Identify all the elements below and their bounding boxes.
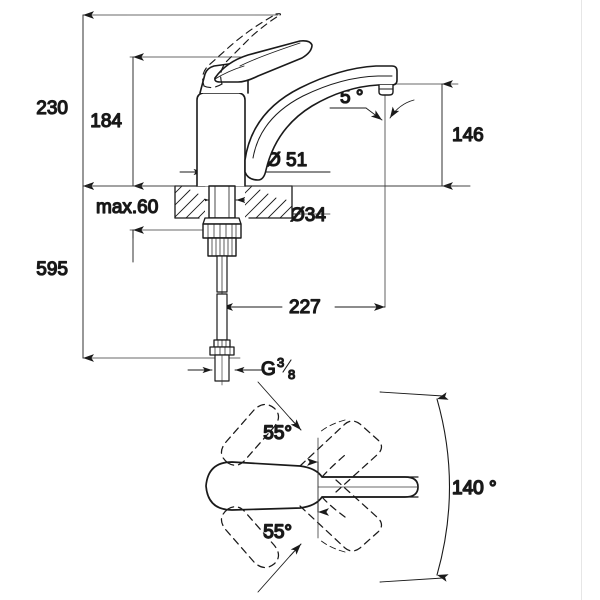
angle-55-lower	[257, 486, 346, 593]
angle-140-total	[379, 391, 451, 583]
thread-letter-label: G	[261, 359, 276, 380]
supply-tail-pipe	[209, 255, 235, 386]
dimension-184-label: 184	[90, 111, 122, 132]
angle-55-upper	[257, 381, 346, 488]
spout-plan-lower-ghosts	[220, 479, 383, 569]
lever-raised-ghost	[202, 13, 282, 89]
angle-5deg-leader	[329, 99, 415, 121]
angle-140-label: 140 °	[452, 478, 497, 499]
dimension-595-label: 595	[36, 259, 68, 280]
worktop-section-right	[244, 185, 293, 219]
worktop-section-left	[174, 185, 206, 219]
angle-55-upper-label: 55°	[263, 423, 292, 444]
dimension-max60-label: max.60	[96, 197, 158, 218]
sheet-right-margin	[581, 0, 600, 600]
plan-swivel-view: 55° 55° 140 °	[205, 381, 497, 593]
thread-numerator-label: 3	[277, 355, 284, 370]
thread-denominator-label: 8	[288, 367, 295, 382]
dimension-d51-label: Ø 51	[266, 150, 307, 171]
elevation-view: 230 595 184 max.60 146 Ø 51	[36, 11, 484, 386]
dimension-d34-label: Ø34	[290, 205, 326, 226]
fixing-nut-assembly	[202, 217, 242, 257]
dimension-230-label: 230	[36, 98, 68, 119]
spout-plan-upper-ghosts	[220, 403, 383, 493]
spout-plan-center	[205, 461, 419, 511]
dimension-146-label: 146	[452, 125, 484, 146]
dimension-227-label: 227	[289, 297, 321, 318]
mounting-shank	[208, 185, 236, 219]
angle-5deg-label: 5 °	[340, 87, 363, 108]
angle-55-lower-label: 55°	[263, 522, 292, 543]
spout-arm	[244, 65, 398, 181]
faucet-body	[196, 40, 313, 187]
